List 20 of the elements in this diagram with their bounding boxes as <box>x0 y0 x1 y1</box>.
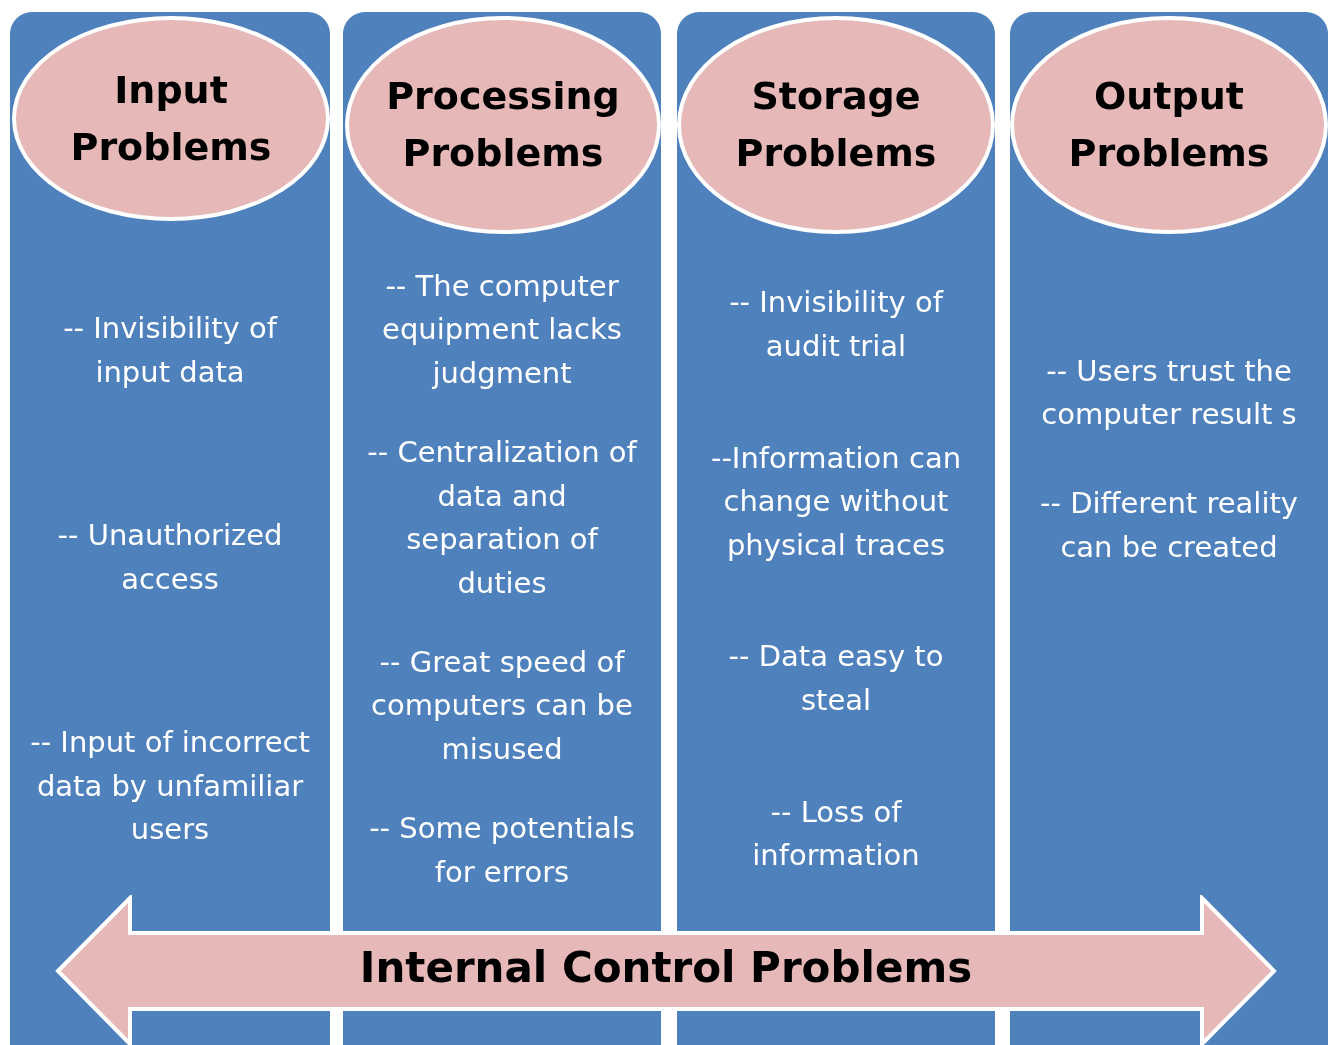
bullet-text: -- Invisibility of input data <box>62 310 279 391</box>
heading-text: Input Problems <box>69 66 273 171</box>
bullet-text: -- Users trust the computer result s <box>1040 352 1298 434</box>
banner-text: Internal Control Problems <box>358 943 974 992</box>
bullet-text: -- Unauthorized access <box>56 517 284 598</box>
heading-text: Storage Problems <box>734 73 938 177</box>
heading-text: Processing Problems <box>385 73 621 177</box>
bullet-text: -- Input of incorrect data by unfamiliar users <box>29 724 311 849</box>
column-band <box>10 12 330 1045</box>
bullet-text: -- Different reality can be created <box>1039 485 1299 566</box>
bullet-text: -- Great speed of computers can be misused <box>370 643 634 768</box>
bullet-text: -- The computer equipment lacks judgment <box>381 267 623 392</box>
bullet-text: -- Loss of information <box>751 793 921 875</box>
bullet-text: --Information can change without physical traces <box>709 439 963 564</box>
column-band <box>1010 12 1328 1045</box>
bullet-text: -- Centralization of data and separation of duties <box>366 434 639 602</box>
heading-text: Output Problems <box>1067 73 1271 177</box>
bullet-text: -- Data easy to steal <box>727 638 945 719</box>
bullet-text: -- Some potentials for errors <box>368 810 636 891</box>
bullet-text: -- Invisibility of audit trial <box>728 284 945 365</box>
